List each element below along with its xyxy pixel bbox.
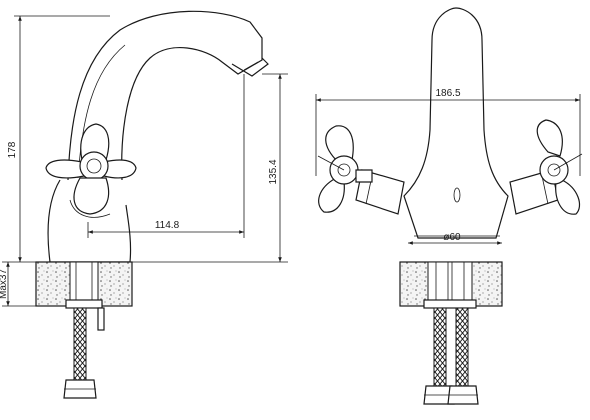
side-rod [97, 307, 105, 331]
side-shank [69, 261, 99, 307]
front-view: 186.5 ø60 [315, 7, 583, 405]
front-drain-knob [453, 187, 461, 203]
front-left-handle [318, 125, 373, 213]
side-spout-outline [67, 10, 263, 181]
dim-reach-label: 114.8 [155, 220, 180, 231]
side-view: 178 Max37 135.4 114.8 [0, 10, 288, 399]
side-handle [45, 123, 137, 215]
front-nut [423, 299, 477, 309]
side-hose [73, 307, 87, 381]
front-spout [403, 7, 509, 239]
front-shanks [427, 261, 473, 307]
side-body-detail [69, 199, 111, 218]
dim-diameter-label: ø60 [443, 232, 461, 243]
front-hose-right [455, 307, 469, 387]
dim-width-label: 186.5 [435, 88, 460, 99]
dim-spout-height-label: 135.4 [268, 159, 279, 184]
side-spout-inner [77, 44, 126, 179]
side-nut [65, 299, 103, 309]
dim-maxdepth-label: Max37 [0, 269, 9, 299]
front-hose-left [433, 307, 447, 387]
side-aerator-line [243, 61, 259, 71]
dim-height-label: 178 [7, 141, 18, 158]
side-aerator [231, 57, 269, 77]
